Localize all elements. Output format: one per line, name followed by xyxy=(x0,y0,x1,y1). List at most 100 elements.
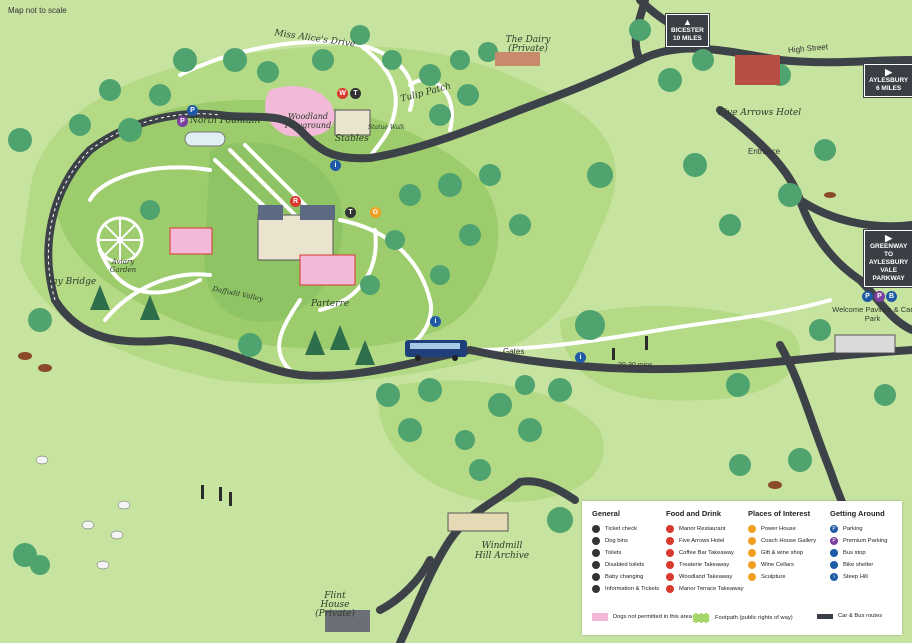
toilet-icon: T xyxy=(350,88,361,99)
label-tay-bridge: Tay Bridge xyxy=(47,277,97,287)
legend-item: Dog bins xyxy=(592,535,659,547)
legend-item: Wine Cellars xyxy=(748,559,816,571)
sign-greenway: ▶ GREENWAY TO AYLESBURY VALE PARKWAY xyxy=(864,230,912,287)
sculpture-icon xyxy=(748,573,756,581)
legend-item: Coach House Gallery xyxy=(748,535,816,547)
restaurant-icon xyxy=(666,525,674,533)
legend-item-label: Disabled toilets xyxy=(605,562,645,568)
label-welcome-pavilion: Welcome Pavilion & Car Park xyxy=(832,305,912,323)
legend-item: Toilets xyxy=(592,547,659,559)
legend-item: Bike shelter xyxy=(830,559,887,571)
legend-item-label: Steep Hill xyxy=(843,574,868,580)
label-aviary-garden: Aviary Garden xyxy=(109,258,137,274)
scale-note: Map not to scale xyxy=(8,6,67,15)
label-five-arrows-hotel: Five Arrows Hotel xyxy=(718,108,802,118)
legend-item: Gift & wine shop xyxy=(748,547,816,559)
legend-item-label: Woodland Takeaway xyxy=(679,574,733,580)
toilet-icon: T xyxy=(345,207,356,218)
sign-bicester-line2: 10 MILES xyxy=(672,35,702,42)
woodland-takeaway-icon: W xyxy=(337,88,348,99)
sign-greenway-line1: GREENWAY xyxy=(869,243,908,250)
baby-changing-icon xyxy=(592,573,600,581)
gift-shop-icon xyxy=(748,549,756,557)
legend-footer-item: Car & Bus routes xyxy=(817,613,882,619)
legend-footer-item: Dogs not permitted in this area xyxy=(592,613,692,621)
legend-item-label: Manor Restaurant xyxy=(679,526,726,532)
dog-bin-icon xyxy=(592,537,600,545)
info-icon: i xyxy=(330,160,341,171)
legend-item-label: Parking xyxy=(843,526,863,532)
power-house-icon xyxy=(748,525,756,533)
legend-item-label: Manor Terrace Takeaway xyxy=(679,586,744,592)
legend-item: Ticket check xyxy=(592,523,659,535)
arrow-right-icon: ▶ xyxy=(885,67,893,77)
legend-item: Baby changing xyxy=(592,571,659,583)
ticket-icon xyxy=(592,525,600,533)
legend-item-label: Wine Cellars xyxy=(761,562,794,568)
parking-icon: P xyxy=(862,291,873,302)
trees xyxy=(8,19,896,575)
legend-footer-item: Footpath (public rights of way) xyxy=(692,613,793,623)
label-parterre: Parterre xyxy=(311,299,350,309)
terrace-icon xyxy=(666,585,674,593)
legend-item: Sculpture xyxy=(748,571,816,583)
gift-shop-icon: G xyxy=(370,207,381,218)
legend-item: Manor Terrace Takeaway xyxy=(666,583,744,595)
label-north-fountain: North Fountain xyxy=(190,116,261,126)
arrow-right-icon: ▶ xyxy=(885,233,893,243)
woodland-takeaway-icon xyxy=(666,573,674,581)
legend-item-label: Power House xyxy=(761,526,796,532)
premium-parking-icon: P xyxy=(830,537,838,545)
label-dairy: The Dairy (Private) xyxy=(505,35,551,54)
map-legend: General Ticket check Dog bins Toilets Di… xyxy=(582,501,902,635)
road-entrance: Entrance xyxy=(748,147,781,156)
label-stables: Stables xyxy=(335,134,369,144)
legend-item-label: Premium Parking xyxy=(843,538,888,544)
label-flint-house: Flint House (Private) xyxy=(315,591,355,619)
legend-item: Woodland Takeaway xyxy=(666,571,744,583)
legend-item-label: Toilets xyxy=(605,550,622,556)
arrow-up-icon: ▲ xyxy=(682,17,692,27)
legend-item: Manor Restaurant xyxy=(666,523,744,535)
premium-parking-icon: P xyxy=(177,116,188,127)
legend-item-label: Treaterie Takeaway xyxy=(679,562,730,568)
legend-item-label: Bike shelter xyxy=(843,562,874,568)
dogs-not-permitted-swatch xyxy=(592,613,608,621)
disabled-toilet-icon xyxy=(592,561,600,569)
legend-footer-label: Car & Bus routes xyxy=(838,613,883,619)
legend-item-label: Sculpture xyxy=(761,574,786,580)
label-statue-walk: Statue Walk xyxy=(368,124,405,131)
legend-item: Bus stop xyxy=(830,547,887,559)
legend-interest-title: Places of Interest xyxy=(748,509,811,518)
walk-time: 20-30 mins xyxy=(618,362,653,369)
legend-item: Coffee Bar Takeaway xyxy=(666,547,744,559)
legend-item: P Premium Parking xyxy=(830,535,887,547)
sign-aylesbury: ▶ AYLESBURY 6 MILES xyxy=(864,64,912,97)
legend-footer-label: Footpath (public rights of way) xyxy=(715,615,793,621)
sign-bicester-line1: BICESTER xyxy=(671,27,704,34)
steep-hill-icon: i xyxy=(430,316,441,327)
legend-getting-around-title: Getting Around xyxy=(830,509,885,518)
label-woodland-playground: Woodland Playground xyxy=(284,112,332,130)
legend-item-label: Bus stop xyxy=(843,550,866,556)
legend-item-label: Coach House Gallery xyxy=(761,538,817,544)
restaurant-icon: R xyxy=(290,196,301,207)
legend-item-label: Baby changing xyxy=(605,574,644,580)
legend-food-title: Food and Drink xyxy=(666,509,721,518)
legend-item-label: Information & Tickets xyxy=(605,586,660,592)
premium-parking-icon: P xyxy=(874,291,885,302)
legend-item: Information & Tickets xyxy=(592,583,659,595)
sign-bicester: ▲ BICESTER 10 MILES xyxy=(666,14,709,47)
legend-item-label: Coffee Bar Takeaway xyxy=(679,550,734,556)
sign-aylesbury-line2: 6 MILES xyxy=(875,85,902,92)
bus-stop-icon xyxy=(830,549,838,557)
sign-greenway-line2: TO AYLESBURY xyxy=(869,251,909,266)
bike-icon xyxy=(830,561,838,569)
sign-greenway-line3: VALE PARKWAY xyxy=(872,267,905,282)
legend-general: General Ticket check Dog bins Toilets Di… xyxy=(592,509,659,595)
road-gates: Gates xyxy=(503,347,525,356)
buildings xyxy=(169,52,896,632)
